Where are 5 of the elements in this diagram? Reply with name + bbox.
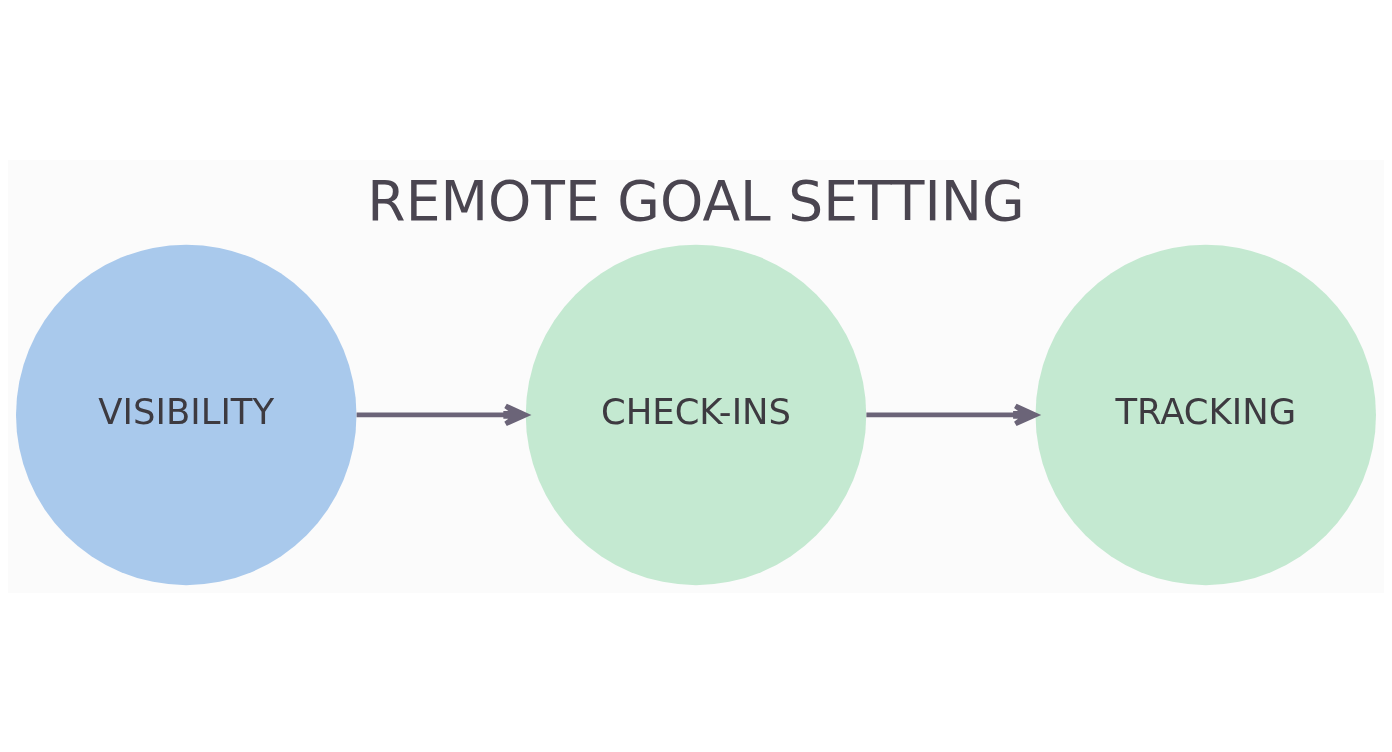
arrow [866, 403, 1038, 426]
node-circle: VISIBILITY [16, 244, 357, 585]
node-circle: CHECK-INS [525, 244, 867, 585]
diagram-title: REMOTE GOAL SETTING [367, 168, 1025, 233]
node-circle: TRACKING [1035, 244, 1376, 585]
